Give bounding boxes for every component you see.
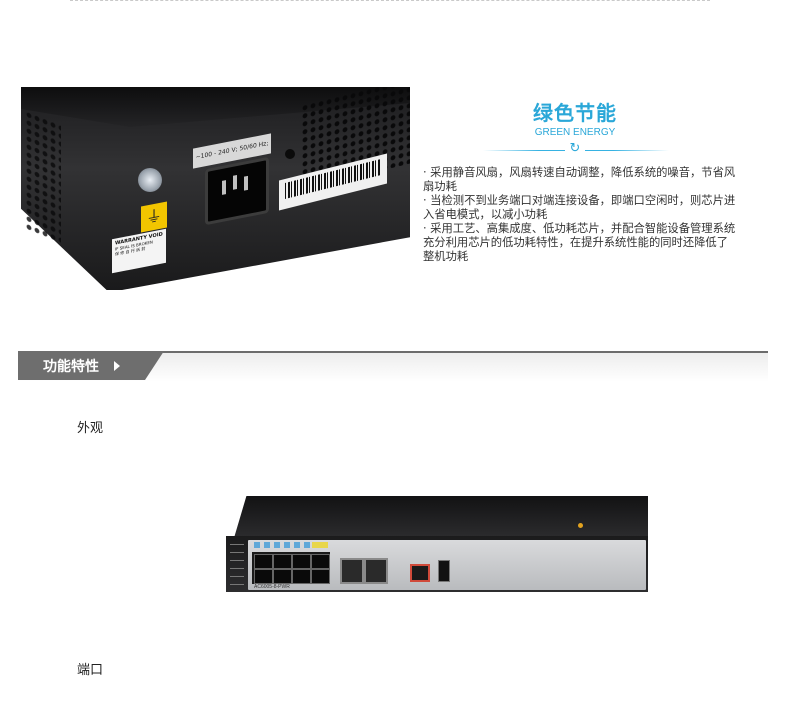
sfp-port: [340, 558, 364, 584]
section-tab: [18, 351, 164, 380]
mount-hole: [285, 149, 295, 159]
console-port: [410, 564, 430, 582]
power-led-icon: [578, 523, 583, 528]
vent-grille-side: [25, 109, 61, 245]
list-item: · 采用工艺、高集成度、低功耗芯片，并配合智能设备管理系统充分利用芯片的低功耗特…: [423, 222, 736, 263]
ethernet-ports: [252, 552, 330, 584]
cycle-icon: ↻: [565, 141, 585, 157]
ground-symbol-icon: ⏚: [141, 201, 167, 233]
rear-panel-photo: ~100 - 240 V; 50/60 Hz; 2 A ⏚ WARRANTY V…: [21, 87, 410, 290]
port-leds: [254, 542, 328, 548]
section-title: 功能特性: [43, 359, 99, 375]
triangle-right-icon: [114, 361, 120, 371]
usb-port: [438, 560, 450, 582]
model-label: AC6005-8-PWR: [254, 584, 290, 590]
ports-heading: 端口: [77, 663, 104, 678]
status-leds: [230, 544, 244, 588]
appearance-heading: 外观: [77, 421, 104, 436]
top-divider: [70, 0, 710, 1]
sfp-port: [364, 558, 388, 584]
list-item: · 采用静音风扇，风扇转速自动调整，降低系统的噪音，节省风扇功耗: [423, 166, 736, 193]
ground-screw: [138, 168, 162, 192]
green-energy-subtitle: GREEN ENERGY: [534, 127, 616, 138]
front-panel-photo: AC6005-8-PWR: [226, 496, 648, 594]
green-energy-title: 绿色节能: [533, 101, 617, 125]
list-item: · 当检测不到业务端口对端连接设备，即端口空闲时，则芯片进入省电模式，以减小功耗: [423, 194, 736, 221]
green-energy-list: · 采用静音风扇，风扇转速自动调整，降低系统的噪音，节省风扇功耗 · 当检测不到…: [423, 166, 739, 264]
